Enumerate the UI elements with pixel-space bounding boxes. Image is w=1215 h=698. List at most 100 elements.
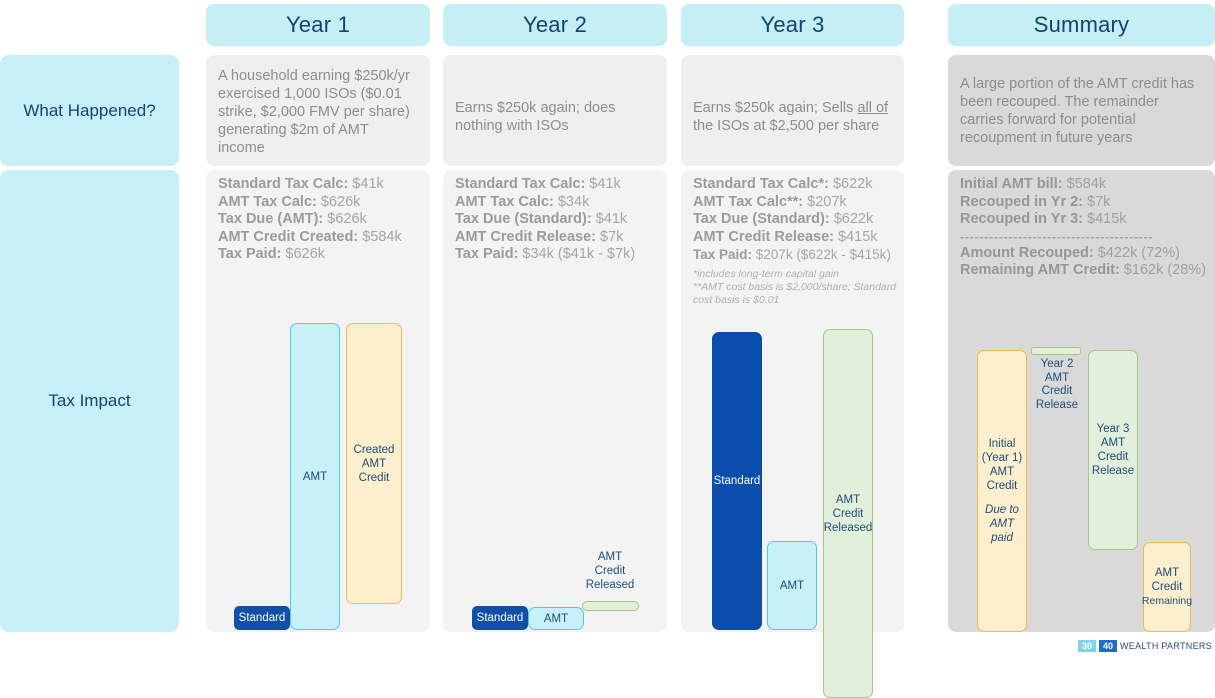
bar-label: Standard: [476, 612, 524, 624]
bar-year1-standard[interactable]: Standard: [234, 606, 290, 630]
tax-calc-key: Initial AMT bill:: [960, 176, 1063, 192]
bar-sublabel-line: AMT paid: [989, 518, 1015, 544]
bar-year2-standard[interactable]: Standard: [472, 606, 528, 630]
tax-calc-key: Standard Tax Calc:: [455, 176, 586, 192]
tax-calc-key: Tax Paid:: [455, 246, 519, 263]
tax-calc-key: AMT Credit Created:: [218, 228, 359, 245]
footnote-line: **AMT cost basis is $2,000/share; Standa…: [693, 281, 897, 293]
bar-label-line: (Year 1): [981, 452, 1023, 464]
tax-calc-value: $162k (28%): [1119, 262, 1207, 279]
tax-calc-line: Tax Due (AMT): $626k: [218, 211, 422, 229]
tax-calc-line: AMT Credit Release: $7k: [455, 229, 659, 247]
bar-year3-standard[interactable]: Standard: [712, 332, 762, 630]
bar-label-line: Credit: [594, 565, 626, 577]
bar-label-line: Year 2: [1040, 358, 1074, 370]
bar-summary-amt-credit-remaining[interactable]: AMT Credit Remaining: [1141, 542, 1193, 632]
tax-calc-line: AMT Tax Calc: $34k: [455, 194, 659, 212]
tax-calc-value: $207k: [803, 193, 847, 210]
row-label-what-happened: What Happened?: [0, 55, 179, 166]
tax-calc-value: $584k: [358, 228, 402, 245]
tax-calc-line: Standard Tax Calc: $41k: [455, 176, 659, 194]
bar-label-line: Credit: [358, 471, 390, 484]
tax-calc-key: AMT Tax Calc**:: [693, 193, 804, 210]
what-happened-text: A large portion of the AMT credit has be…: [960, 76, 1195, 146]
row-label-text: Tax Impact: [48, 391, 131, 410]
tax-calc-key: Standard Tax Calc:: [218, 176, 349, 192]
tax-calc-value: $415k: [834, 228, 878, 245]
tax-calc-value: $584k: [1062, 176, 1107, 192]
bar-label: AMT: [543, 612, 569, 625]
column-header-summary[interactable]: Summary: [948, 4, 1215, 46]
tax-calc-value: $415k: [1083, 211, 1127, 228]
column-header-year-3[interactable]: Year 3: [681, 4, 904, 46]
tax-calc-key: Standard Tax Calc*:: [693, 176, 829, 192]
bar-label-line: AMT: [361, 457, 387, 470]
tax-calc-key: AMT Tax Calc:: [455, 193, 554, 210]
tax-calc-line: AMT Tax Calc**: $207k: [693, 194, 896, 212]
bar-label-line: Release: [1035, 398, 1079, 411]
bar-summary-year3-credit-release[interactable]: Year 3 AMT Credit Release: [1088, 350, 1138, 550]
tax-calc-line: Tax Paid: $34k ($41k - $7k): [455, 246, 659, 264]
bar-year1-amt[interactable]: AMT: [290, 323, 340, 630]
what-happened-text: Earns $250k again; Sells all of the ISOs…: [693, 99, 892, 135]
bar-label-line: Credit: [1151, 581, 1183, 593]
year-3-footnotes: *includes long-term capital gain **AMT c…: [693, 268, 898, 307]
tax-calc-key: Tax Due (Standard):: [693, 211, 830, 228]
bar-label-line: Created: [353, 443, 395, 456]
bar-label-line: Remaining: [1141, 595, 1193, 607]
tax-calc-key: AMT Credit Release:: [455, 228, 597, 245]
what-happened-text: A household earning $250k/yr exercised 1…: [218, 68, 410, 156]
bar-year2-amt-credit-released[interactable]: [582, 601, 639, 611]
tax-calc-line: Standard Tax Calc: $41k: [218, 176, 422, 194]
bar-year3-amt-credit-released[interactable]: AMT Credit Released: [823, 329, 873, 698]
footnote-line: cost basis is $0.01: [693, 294, 780, 306]
summary-calc-list: Initial AMT bill: $584k Recouped in Yr 2…: [960, 176, 1207, 280]
tax-calc-value: $207k ($622k - $415k): [752, 247, 891, 263]
bar-summary-year2-credit-release[interactable]: [1031, 347, 1081, 355]
tax-calc-value: $7k: [1083, 193, 1111, 210]
tax-calc-line: AMT Tax Calc: $626k: [218, 194, 422, 212]
tax-calc-value: $41k: [585, 176, 621, 192]
column-header-label: Year 1: [286, 12, 350, 37]
bar-summary-initial-amt-credit[interactable]: Initial (Year 1) AMT Credit Due to AMT p…: [977, 350, 1027, 632]
what-happened-emphasis: all of: [857, 99, 889, 116]
column-header-label: Year 3: [760, 12, 825, 37]
what-happened-text-post: the ISOs at $2,500 per share: [693, 117, 880, 134]
row-label-text: What Happened?: [23, 100, 156, 120]
logo-wordmark: WEALTH PARTNERS: [1119, 641, 1212, 651]
tax-calc-key: AMT Tax Calc:: [218, 193, 317, 210]
tax-calc-value: $41k: [591, 211, 628, 228]
tax-calc-value: $7k: [596, 228, 624, 245]
column-header-year-2[interactable]: Year 2: [443, 4, 667, 46]
bar-label-line: Credit: [1041, 385, 1073, 397]
bar-label-line: Credit: [1097, 451, 1129, 463]
bar-year1-created-amt-credit[interactable]: Created AMT Credit: [346, 323, 402, 604]
tax-calc-line: Recouped in Yr 3: $415k: [960, 211, 1207, 229]
summary-divider: ----------------------------------------: [960, 228, 1154, 244]
tax-calc-value: $41k: [348, 176, 384, 192]
column-header-row: Year 1 Year 2 Year 3 Summary: [0, 4, 1215, 46]
column-header-year-1[interactable]: Year 1: [206, 4, 430, 46]
bar-year3-amt[interactable]: AMT: [767, 541, 817, 630]
tax-calc-line: Recouped in Yr 2: $7k: [960, 194, 1207, 212]
tax-calc-value: $622k: [828, 176, 873, 192]
bar-summary-year2-credit-release-label: Year 2 AMT Credit Release: [1028, 358, 1086, 412]
what-happened-year-3: Earns $250k again; Sells all of the ISOs…: [681, 55, 904, 166]
bar-year2-amt[interactable]: AMT: [528, 607, 584, 630]
tax-calc-key: AMT Credit Release:: [693, 228, 835, 245]
bar-label-line: AMT: [835, 493, 861, 506]
tax-impact-summary: Initial AMT bill: $584k Recouped in Yr 2…: [948, 170, 1215, 632]
tax-calc-line: Tax Paid: $207k ($622k - $415k): [693, 246, 896, 264]
bar-label-line: Credit: [986, 480, 1018, 492]
what-happened-text: Earns $250k again; does nothing with ISO…: [455, 99, 616, 134]
bar-label-line: AMT: [597, 551, 623, 563]
what-happened-summary: A large portion of the AMT credit has be…: [948, 55, 1215, 166]
brand-logo: 30 40 WEALTH PARTNERS: [1077, 640, 1212, 652]
bar-label-line: AMT: [1044, 371, 1070, 384]
bar-year2-amt-credit-released-label: AMT Credit Released: [577, 550, 643, 592]
column-header-label: Summary: [1033, 12, 1130, 37]
bar-label: AMT: [302, 470, 328, 483]
bar-label-line: Released: [585, 579, 635, 591]
tax-impact-year-2: Standard Tax Calc: $41k AMT Tax Calc: $3…: [443, 170, 667, 632]
row-label-tax-impact: Tax Impact: [0, 170, 179, 632]
